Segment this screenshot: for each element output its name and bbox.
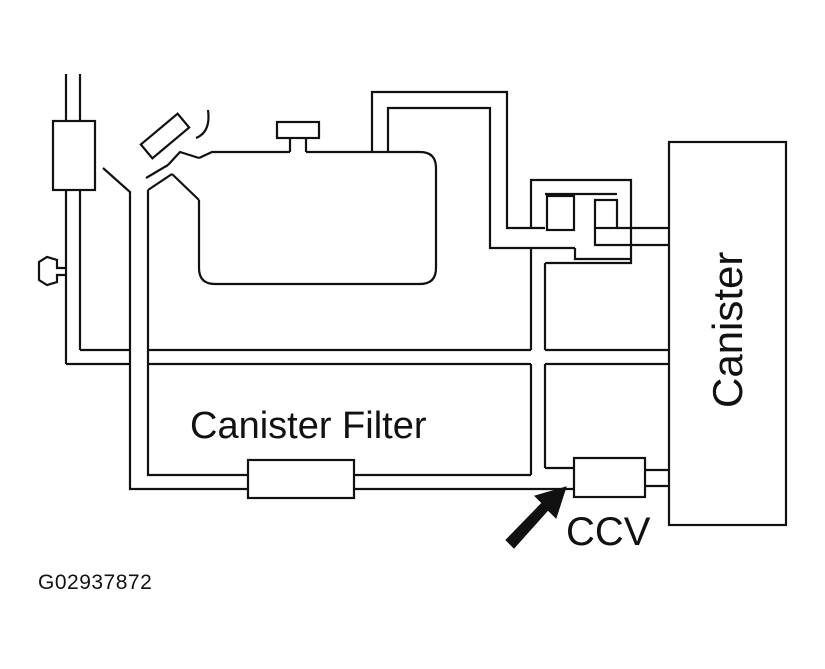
canister-box [667,140,788,527]
ccv-label: CCV [566,510,651,554]
left-valve-body [51,119,97,192]
canister-label: Canister [704,252,751,408]
fuel-tank [197,150,438,286]
figure-code: G02937872 [38,571,152,594]
filler-neck [139,109,210,201]
canister-filter-label: Canister Filter [190,405,427,447]
upper-vent-loop [370,90,575,250]
upper-horizontal-pipe [66,348,669,366]
canister-filter-box [246,458,356,500]
filter-to-ccv-pipe [354,473,574,491]
tank-vent-channel [529,263,574,475]
ccv-box [572,456,647,499]
ccv-connectors [645,468,669,488]
filler-neck-pipe [102,164,248,491]
left-vertical-pipe [64,74,82,364]
pointer-arrow-icon [505,486,567,549]
tank-cap [275,120,321,152]
left-side-nozzle [37,255,66,287]
valve-cluster [529,178,669,290]
